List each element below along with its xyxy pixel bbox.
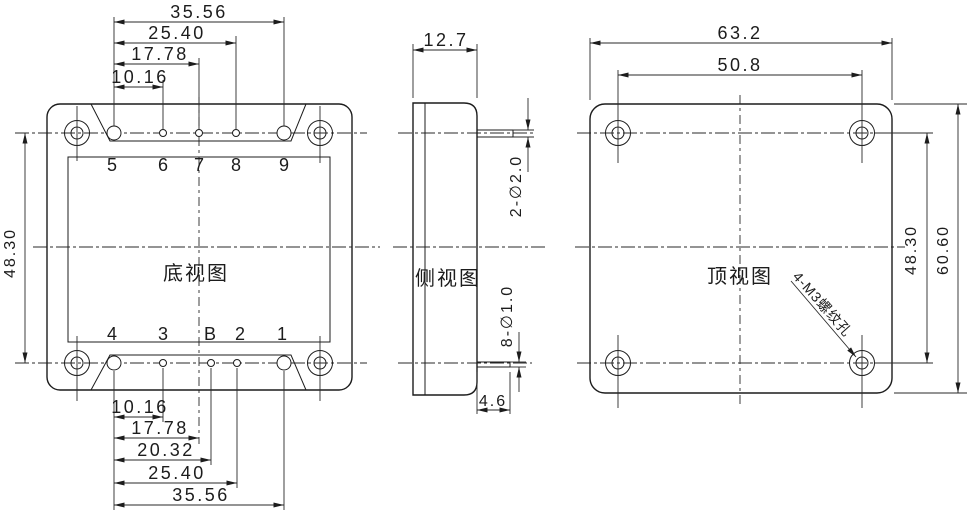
dim-2-phi2.0: 2-∅2.0 [508,155,525,217]
pin-label-4: 4 [107,324,117,344]
top-view: 63.2 50.8 48.30 60.60 4-M3螺纹孔 顶视图 [575,23,967,408]
side-view-bottom-pin-dimension: 8-∅1.0 [499,285,526,392]
dim-10.16-top: 10.16 [111,67,169,87]
bottom-view-label: 底视图 [163,262,229,285]
top-view-overall-width-dimension: 63.2 [589,23,893,100]
dim-10.16-bottom: 10.16 [111,397,169,417]
bottom-view-pin-labels: 5 6 7 8 9 4 3 B 2 1 [107,155,289,344]
bottom-view-bottom-dimensions: 10.16 17.78 20.32 25.40 35.56 [111,368,285,510]
side-view-pin-length-dimension: 4.6 [476,372,511,414]
pin-label-B: B [204,324,216,344]
top-view-outline [589,103,893,394]
top-view-overall-height-dimension: 60.60 [894,103,967,394]
side-view-label: 侧视图 [415,267,481,290]
dim-20.32-bottom: 20.32 [137,440,195,460]
bottom-view-outline [46,103,353,391]
dim-4.6: 4.6 [479,393,507,410]
dim-17.78-top: 17.78 [131,44,189,64]
dim-35.56-bottom: 35.56 [172,485,230,505]
pin-label-7: 7 [194,155,204,175]
dim-25.40-bottom: 25.40 [148,463,206,483]
bottom-view-top-dimensions: 35.56 25.40 17.78 10.16 [111,2,285,129]
dim-8-phi1.0: 8-∅1.0 [499,285,516,347]
pin-label-8: 8 [231,155,241,175]
side-view: 12.7 2-∅2.0 8-∅1.0 4.6 侧视图 [393,30,546,414]
bottom-view: 5 6 7 8 9 4 3 B 2 1 35.56 25.40 17.78 10… [2,2,380,510]
dim-48.30-left: 48.30 [2,228,19,278]
bottom-view-screw-holes [64,106,333,401]
side-view-width-dimension: 12.7 [412,30,478,98]
pin-label-5: 5 [107,155,117,175]
top-view-hole-spacing-dimension: 50.8 [618,55,862,78]
dim-12.7: 12.7 [423,30,468,50]
dim-63.2: 63.2 [717,23,762,43]
note-4-m3-threaded-holes: 4-M3螺纹孔 [790,268,856,339]
pin-label-1: 1 [277,324,287,344]
pin-label-2: 2 [235,324,245,344]
side-view-outline [412,102,514,396]
bottom-view-left-dimension: 48.30 [2,133,28,363]
dim-60.60: 60.60 [935,225,952,275]
pin-label-3: 3 [158,324,168,344]
bottom-view-centerlines [15,97,380,444]
pin-label-6: 6 [158,155,168,175]
top-view-thread-note: 4-M3螺纹孔 [790,268,857,358]
dim-35.56-top: 35.56 [170,2,228,22]
top-view-label: 顶视图 [707,265,773,288]
side-view-top-pin-dimension: 2-∅2.0 [508,98,534,217]
dim-48.30-right: 48.30 [903,225,920,275]
top-view-hole-spacing-v-dimension: 48.30 [875,132,933,364]
dim-17.78-bottom: 17.78 [131,418,189,438]
pin-label-9: 9 [279,155,289,175]
top-view-centerlines [575,95,932,405]
top-view-screw-holes [605,70,875,408]
dim-50.8: 50.8 [717,55,762,75]
dim-25.40-top: 25.40 [148,23,206,43]
